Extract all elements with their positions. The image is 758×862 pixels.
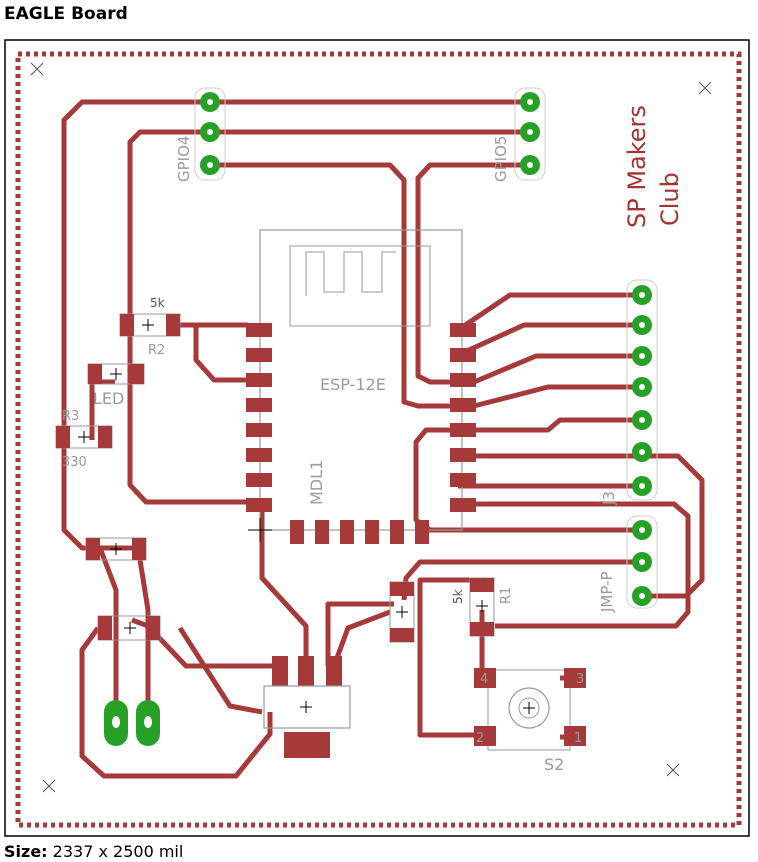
r3-value: 330	[62, 455, 87, 470]
s2-ref-label: S2	[544, 755, 564, 774]
resistor-r1: 5k R1	[451, 577, 514, 637]
board-outline	[4, 39, 750, 837]
r1-value: 5k	[451, 589, 465, 604]
size-value: 2337 x 2500 mil	[52, 842, 184, 861]
trace	[417, 577, 482, 738]
s2-pad-4	[474, 668, 496, 688]
resistor-r3: R3 330	[55, 409, 113, 470]
jmp-label: JMP-P	[598, 571, 616, 613]
r3-ref: R3	[62, 409, 79, 424]
pcb-board: ESP-12E MDL1 GPIO4 GPIO5 SP Makers Club …	[4, 39, 750, 837]
board-size: Size: 2337 x 2500 mil	[4, 842, 183, 861]
trace	[127, 325, 258, 505]
mount-hole-tr	[698, 81, 712, 95]
s2-pad-3	[564, 668, 586, 688]
trace	[79, 626, 273, 779]
s2-pin3-label: 3	[576, 672, 584, 687]
antenna-trace	[305, 251, 396, 296]
trace	[177, 626, 263, 715]
switch-s2: 4 3 2 1 S2	[474, 668, 586, 774]
r1-ref: R1	[499, 587, 514, 604]
header-gpio5: GPIO5	[492, 87, 546, 182]
size-label: Size:	[4, 842, 48, 861]
trace	[456, 292, 640, 333]
module-pads	[246, 323, 476, 544]
org-label: SP Makers	[623, 105, 651, 228]
capacitor-c1	[85, 537, 147, 561]
gpio4-label: GPIO4	[175, 136, 193, 182]
ground-border	[15, 51, 742, 828]
capacitor-c3	[389, 581, 415, 643]
mount-hole-br	[666, 763, 680, 777]
trace	[208, 162, 458, 409]
org-label-2: Club	[656, 172, 684, 226]
trace	[259, 512, 309, 666]
s2-pin4-label: 4	[480, 672, 488, 687]
trace	[331, 609, 391, 667]
traces	[61, 99, 705, 779]
trace	[473, 353, 640, 385]
trace	[137, 559, 151, 712]
trace	[127, 129, 208, 322]
header-gpio4: GPIO4	[175, 87, 226, 182]
trace	[473, 384, 640, 409]
trace	[193, 325, 258, 383]
trace	[97, 547, 119, 712]
trace	[413, 427, 640, 533]
trace	[458, 501, 691, 629]
resistor-r2: 5k R2	[119, 296, 181, 358]
capacitor-c2	[97, 615, 161, 641]
led-component: LED	[87, 363, 145, 408]
page-title: EAGLE Board	[4, 4, 128, 24]
trace	[415, 162, 528, 385]
mount-hole-bl	[42, 779, 56, 793]
r2-ref: R2	[148, 343, 165, 358]
mounting-holes	[30, 62, 712, 793]
r2-value: 5k	[150, 296, 165, 310]
header-j3: J3	[600, 279, 658, 506]
power-connector	[104, 700, 160, 746]
trace	[325, 601, 394, 666]
j3-label: J3	[600, 491, 618, 506]
s2-pad-1	[564, 726, 586, 746]
s2-pin1-label: 1	[574, 731, 582, 746]
s2-pad-2	[474, 726, 496, 746]
esp-module: ESP-12E MDL1	[246, 229, 476, 544]
voltage-regulator	[263, 656, 351, 758]
trace	[458, 453, 705, 599]
module-name-label: ESP-12E	[320, 375, 386, 394]
header-jmp: JMP-P	[598, 515, 658, 613]
mount-hole-tl	[30, 62, 44, 76]
led-ref: LED	[93, 389, 124, 408]
trace	[456, 322, 640, 358]
trace	[458, 417, 640, 433]
module-ref-label: MDL1	[307, 460, 326, 505]
trace	[131, 617, 280, 669]
s2-pin2-label: 2	[476, 731, 484, 746]
gpio5-label: GPIO5	[492, 136, 510, 182]
antenna-area	[289, 245, 431, 327]
